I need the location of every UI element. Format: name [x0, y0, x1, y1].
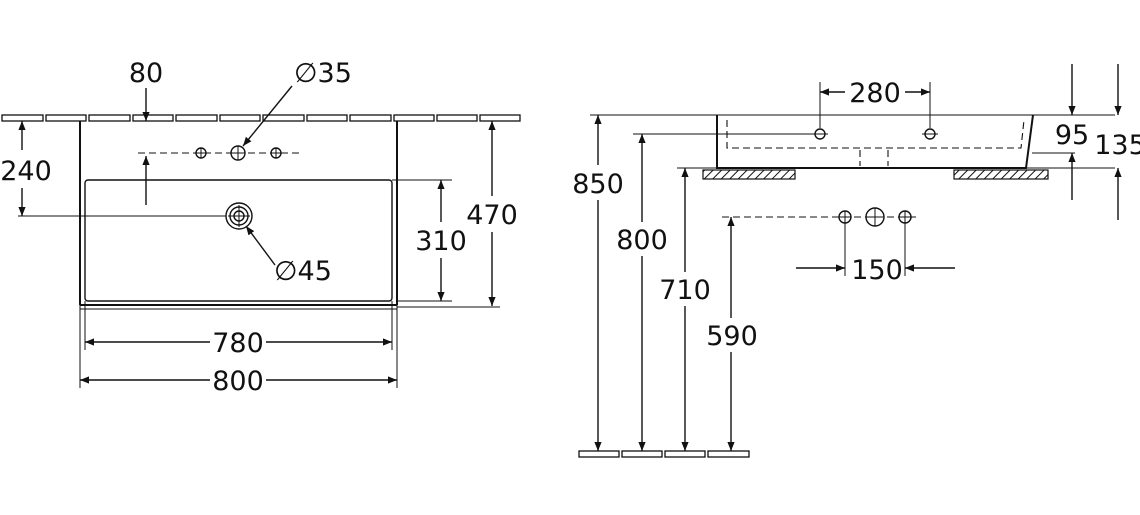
basin-profile-side	[716, 114, 1034, 169]
mounting-supports	[702, 169, 1049, 180]
label-basin-depth: 310	[415, 226, 467, 257]
label-height-top: 850	[572, 169, 624, 200]
dim-height-bottom: 710	[659, 168, 711, 451]
floor-tiles	[578, 450, 750, 458]
dim-waste-hole: ∅45	[245, 225, 332, 287]
dim-tap-spacing: 280	[819, 78, 931, 128]
dim-rim-height-inner: 95	[1055, 64, 1089, 200]
dim-rim-height-outer: 135	[1094, 64, 1140, 220]
label-connection-spacing: 150	[851, 255, 903, 286]
label-tap-hole: ∅35	[294, 58, 352, 89]
label-total-width: 800	[212, 366, 264, 397]
side-view: 280 95 135 850 800 7	[572, 64, 1140, 458]
waste-hole-top	[18, 202, 253, 230]
dim-basin-width: 780	[84, 301, 393, 359]
tap-holes-top	[138, 145, 300, 161]
label-tap-spacing: 280	[849, 78, 901, 109]
dim-overflow-offset: 240	[0, 121, 52, 216]
dim-height-connection: 590	[706, 217, 758, 451]
label-rim-height-outer: 135	[1094, 130, 1140, 161]
label-height-connection: 590	[706, 321, 758, 352]
label-total-depth: 470	[466, 200, 518, 231]
dim-height-rim: 800	[616, 134, 668, 451]
label-basin-width: 780	[212, 328, 264, 359]
dim-connection-spacing: 150	[796, 255, 955, 286]
dim-basin-depth: 310	[392, 179, 467, 302]
dim-tap-offset: 80	[129, 58, 163, 205]
dim-tap-hole: ∅35	[242, 58, 352, 147]
label-rim-height-inner: 95	[1055, 120, 1089, 151]
label-height-rim: 800	[616, 225, 668, 256]
top-view: 80 ∅35 ∅45 240 310	[0, 58, 521, 397]
label-waste-hole: ∅45	[274, 256, 332, 287]
label-tap-offset: 80	[129, 58, 163, 89]
wall-tiles-top	[1, 114, 521, 122]
dim-height-top: 850	[572, 115, 624, 451]
dim-total-depth: 470	[397, 121, 518, 308]
label-overflow-offset: 240	[0, 156, 52, 187]
dim-total-width: 800	[79, 305, 398, 397]
label-height-bottom: 710	[659, 275, 711, 306]
basin-outline-top	[79, 121, 398, 310]
